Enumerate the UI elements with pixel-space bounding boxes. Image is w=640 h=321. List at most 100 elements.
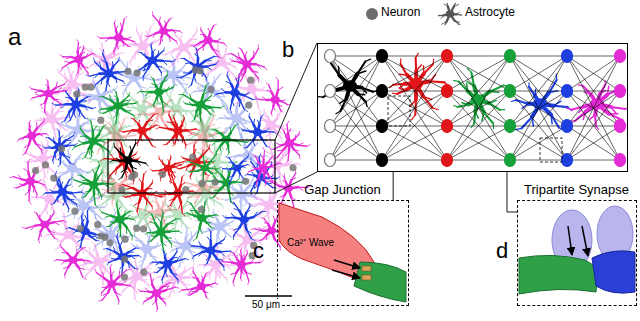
astrocyte-branch <box>207 202 209 210</box>
astrocyte-branch <box>136 30 140 38</box>
astrocyte-branch <box>221 250 231 252</box>
astrocyte-branch <box>197 88 201 90</box>
astrocyte <box>74 77 118 116</box>
astrocyte-branch <box>229 70 236 78</box>
astrocyte-branch <box>237 141 241 146</box>
astrocyte-body <box>89 181 99 189</box>
astrocyte-branch <box>213 77 215 82</box>
astrocyte-branch <box>163 144 166 146</box>
astrocyte-branch <box>205 138 207 147</box>
astrocyte-branch <box>191 232 193 238</box>
astrocyte-branch <box>190 176 192 179</box>
astrocyte-branch <box>218 97 226 105</box>
astrocyte-branch <box>187 142 195 145</box>
astrocyte-branch <box>98 109 101 111</box>
astrocyte-branch <box>228 146 230 153</box>
astrocyte-branch <box>229 64 236 67</box>
astrocyte-branch <box>109 222 114 226</box>
astrocyte-branch <box>291 130 295 132</box>
astrocyte <box>137 71 175 115</box>
astrocyte-branch <box>152 256 157 257</box>
astrocyte-branch <box>148 86 151 89</box>
astrocyte-branch <box>172 272 178 279</box>
astrocyte-branch <box>182 222 188 228</box>
astrocyte-branch <box>183 101 185 103</box>
astrocyte-branch <box>175 34 180 40</box>
astrocyte-branch <box>213 200 214 206</box>
astrocyte-branch <box>260 87 264 90</box>
astrocyte-branch <box>243 96 245 102</box>
astrocyte-branch <box>78 115 82 120</box>
astrocyte-branch <box>75 199 79 201</box>
astrocyte-branch <box>72 177 74 180</box>
astrocyte-branch <box>215 129 221 133</box>
astrocyte <box>72 161 116 207</box>
astrocyte-branch <box>154 272 157 273</box>
astrocyte-branch <box>113 123 115 126</box>
astrocyte-branch <box>193 191 196 192</box>
astrocyte-branch <box>233 219 234 222</box>
astrocyte-body <box>178 43 189 51</box>
astrocyte-branch <box>95 205 98 208</box>
astrocyte-branch <box>247 140 251 142</box>
astrocyte-branch <box>170 228 174 232</box>
astrocyte-branch <box>185 124 187 128</box>
astrocyte-branch <box>135 299 138 303</box>
astrocyte-branch <box>72 147 74 150</box>
astrocyte-branch <box>110 168 117 175</box>
astrocyte-branch <box>101 139 109 140</box>
astrocyte-branch <box>128 130 133 133</box>
astrocyte-branch <box>99 129 100 134</box>
astrocyte-branch <box>192 132 197 134</box>
astrocyte-branch <box>142 174 143 184</box>
astrocyte-branch <box>46 209 48 215</box>
astrocyte-branch <box>264 111 268 117</box>
astrocyte-branch <box>97 150 99 154</box>
astrocyte-branch <box>102 241 103 246</box>
astrocyte-branch <box>88 99 91 103</box>
astrocyte-body <box>163 260 173 268</box>
astrocyte <box>98 90 138 126</box>
astrocyte-branch <box>155 243 158 247</box>
astrocyte-branch <box>183 116 185 119</box>
astrocyte-branch <box>58 199 63 201</box>
astrocyte-branch <box>134 115 136 118</box>
astrocyte-branch <box>277 111 281 119</box>
astrocyte-branch <box>125 177 127 180</box>
astrocyte-branch <box>148 188 152 189</box>
astrocyte-branch <box>241 180 242 187</box>
astrocyte-branch <box>61 210 64 213</box>
astrocyte-branch <box>93 80 96 83</box>
astrocyte-branch <box>133 235 141 241</box>
astrocyte-branch <box>99 96 103 98</box>
astrocyte-branch <box>182 118 184 125</box>
astrocyte-branch <box>264 116 268 118</box>
astrocyte-branch <box>128 93 130 96</box>
astrocyte-branch <box>183 194 186 196</box>
astrocyte <box>179 83 225 124</box>
astrocyte-branch <box>227 225 231 227</box>
astrocyte-branch <box>190 134 197 139</box>
astrocyte-branch <box>170 181 175 184</box>
astrocyte-branch <box>186 226 187 229</box>
astrocyte-branch <box>162 120 166 123</box>
astrocyte-branch <box>134 53 136 59</box>
astrocyte-branch <box>109 151 110 154</box>
astrocyte-branch <box>173 121 176 123</box>
astrocyte-branch <box>181 203 182 213</box>
astrocyte-branch <box>135 261 137 269</box>
astrocyte-branch <box>162 54 166 55</box>
astrocyte-body <box>131 272 142 280</box>
astrocyte-branch <box>121 204 122 211</box>
astrocyte-branch <box>177 56 179 62</box>
astrocyte-branch <box>78 175 81 176</box>
astrocyte-branch <box>82 180 87 182</box>
astrocyte-branch <box>140 91 149 93</box>
astrocyte-branch <box>186 166 188 171</box>
astrocyte-branch <box>257 98 259 108</box>
astrocyte-branch <box>266 141 270 144</box>
astrocyte-branch <box>62 137 65 138</box>
astrocyte-branch <box>227 221 233 224</box>
astrocyte-branch <box>214 189 220 191</box>
astrocyte-body <box>171 104 182 112</box>
